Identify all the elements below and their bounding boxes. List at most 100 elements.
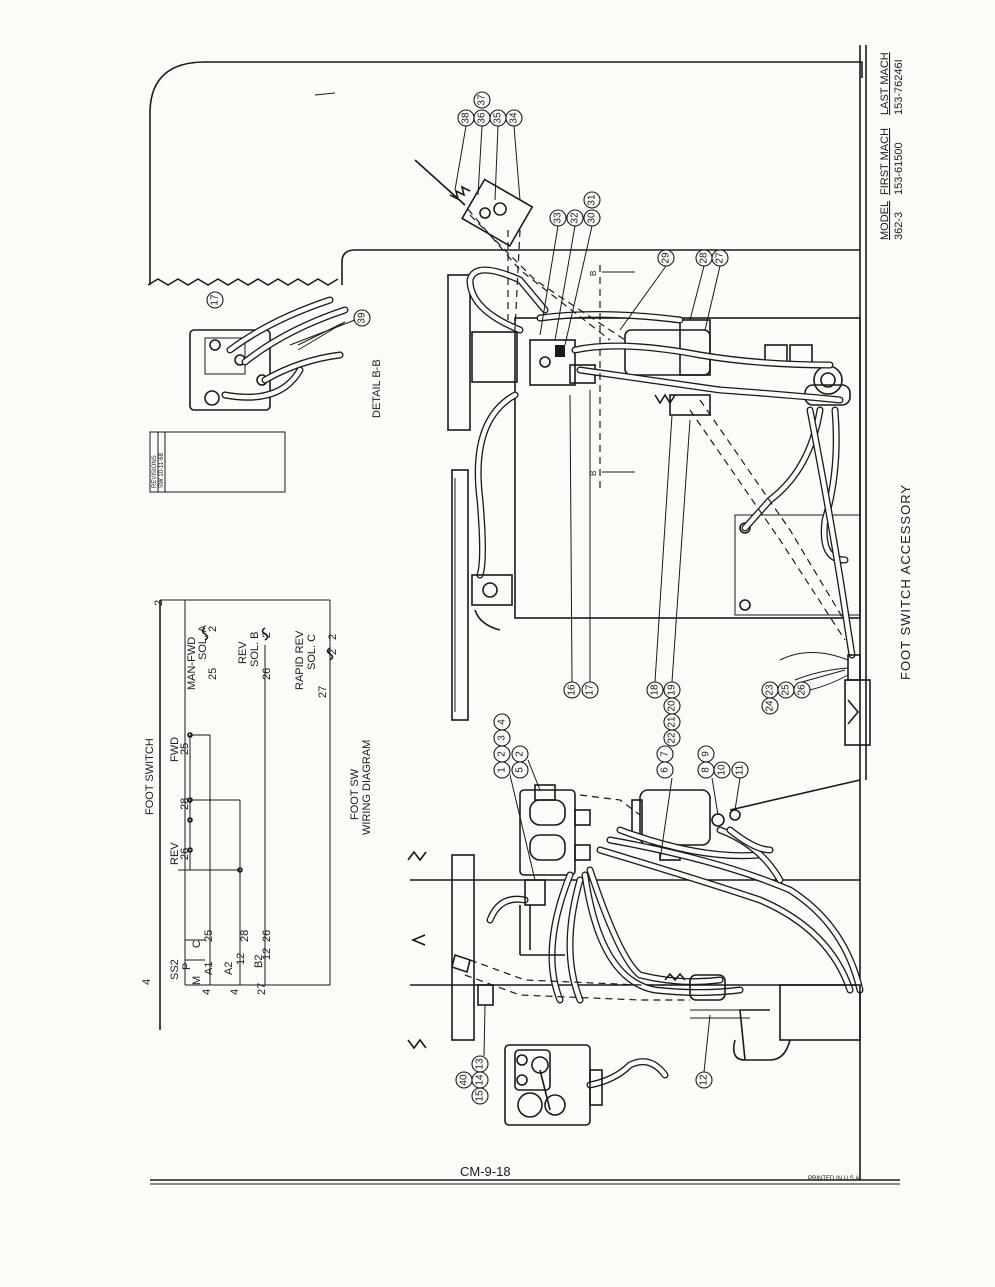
wire-12-b2: 12	[261, 948, 273, 960]
lower-assembly	[407, 779, 864, 1126]
callout-14: 14	[471, 1071, 489, 1089]
svg-text:21: 21	[667, 716, 678, 728]
callout-29: 29	[657, 249, 675, 267]
first-mach-value: 153-61500	[893, 142, 905, 195]
wire-2-a: 2	[207, 626, 219, 632]
svg-text:13: 13	[475, 1058, 486, 1070]
svg-text:20: 20	[667, 700, 678, 712]
svg-text:29: 29	[661, 252, 672, 264]
svg-text:30: 30	[587, 212, 598, 224]
svg-text:6: 6	[660, 767, 671, 773]
model-value: 362-3	[893, 212, 905, 240]
svg-text:10: 10	[717, 764, 728, 776]
label-ss2: SS2	[169, 959, 181, 980]
main-title: FOOT SWITCH ACCESSORY	[898, 484, 913, 680]
wire-2-b: 2	[261, 632, 273, 638]
wire-25-fs: 25	[179, 743, 191, 755]
drawing-number: CM-9-18	[460, 1164, 511, 1179]
first-mach-label: FIRST MACH	[879, 128, 891, 195]
callout-12: 12	[695, 1071, 713, 1089]
label-m: M	[191, 976, 203, 985]
wire-26-b: 26	[261, 668, 273, 680]
callout-6: 6	[656, 761, 674, 779]
svg-text:26: 26	[797, 684, 808, 696]
svg-text:7: 7	[660, 751, 671, 757]
model-block: MODEL 362-3 FIRST MACH 153-61500 LAST MA…	[879, 52, 905, 240]
wire-25-a: 25	[207, 668, 219, 680]
svg-text:23: 23	[765, 684, 776, 696]
callout-3: 3	[493, 729, 511, 747]
svg-text:36: 36	[477, 112, 488, 124]
svg-text:2: 2	[497, 751, 508, 757]
callout-20: 20	[663, 697, 681, 715]
callout-13: 13	[471, 1055, 489, 1073]
svg-text:5: 5	[515, 767, 526, 773]
wire-28-ss2: 28	[239, 930, 251, 942]
callout-17-detail: 17	[206, 291, 224, 309]
callout-22: 22	[663, 729, 681, 747]
wire-25-ss2: 25	[203, 930, 215, 942]
svg-text:28: 28	[699, 252, 710, 264]
svg-text:35: 35	[493, 112, 504, 124]
callout-25: 25	[777, 681, 795, 699]
svg-text:12: 12	[699, 1074, 710, 1086]
model-label: MODEL	[879, 201, 891, 240]
wire-2-d: 2	[327, 634, 339, 640]
label-foot-switch: FOOT SWITCH	[144, 738, 156, 815]
wire-4-a2: 4	[229, 989, 241, 995]
label-rapid-rev: RAPID REV	[294, 630, 306, 690]
callout-23: 23	[761, 681, 779, 699]
svg-text:33: 33	[553, 212, 564, 224]
callout-31: 31	[583, 191, 601, 209]
label-sol-b: SOL. B	[249, 632, 261, 667]
label-a1: A1	[203, 962, 215, 975]
callout-10: 10	[713, 761, 731, 779]
wire-27-c: 27	[317, 686, 329, 698]
hydraulic-assembly: B B	[414, 159, 871, 746]
label-sol-a: SOL. A	[197, 624, 209, 660]
callout-30: 30	[583, 209, 601, 227]
callout-17: 17	[581, 681, 599, 699]
label-sol-c: SOL. C	[306, 634, 318, 670]
wiring-title-1: FOOT SW	[349, 768, 361, 820]
wiring-diagram: 2 MAN-FWD SOL. A 25 2 REV SOL. B 26 2 RA…	[141, 599, 373, 1030]
svg-text:39: 39	[357, 312, 368, 324]
wire-2-c: 2	[327, 649, 339, 655]
callout-19: 19	[663, 681, 681, 699]
callout-38: 38	[457, 109, 475, 127]
wire-12-a2: 12	[235, 953, 247, 965]
svg-text:3: 3	[497, 735, 508, 741]
wire-28-fs: 28	[179, 798, 191, 810]
svg-text:1: 1	[497, 767, 508, 773]
revisions-header: REVISIONS	[152, 455, 158, 488]
callout-21: 21	[663, 713, 681, 731]
svg-text:14: 14	[475, 1074, 486, 1086]
wire-4-main: 4	[141, 979, 153, 985]
svg-text:9: 9	[701, 751, 712, 757]
callout-16: 16	[563, 681, 581, 699]
callout-34: 34	[505, 109, 523, 127]
svg-text:27: 27	[715, 252, 726, 264]
wire-number-2-top: 2	[153, 600, 165, 606]
label-a2: A2	[223, 962, 235, 975]
callout-group: 38 36 37 35 34 33 32 30 31 29 28 27 17 3…	[206, 91, 811, 1105]
callout-26: 26	[793, 681, 811, 699]
callout-4: 4	[493, 713, 511, 731]
wire-4-a1: 4	[201, 989, 213, 995]
callout-8: 8	[697, 761, 715, 779]
svg-text:32: 32	[570, 212, 581, 224]
svg-text:24: 24	[765, 700, 776, 712]
callout-32: 32	[566, 209, 584, 227]
label-c: C	[191, 940, 203, 948]
callout-11: 11	[731, 761, 749, 779]
svg-text:19: 19	[667, 684, 678, 696]
revisions-entry: SW 10-11-68	[159, 452, 165, 488]
svg-text:8: 8	[701, 767, 712, 773]
callout-15: 15	[471, 1087, 489, 1105]
wire-27-b2: 27	[256, 983, 268, 995]
revisions-block: REVISIONS SW 10-11-68	[149, 431, 286, 493]
svg-text:17: 17	[210, 294, 221, 306]
callout-2b: 2	[511, 745, 529, 763]
wire-26-ss2: 26	[261, 930, 273, 942]
